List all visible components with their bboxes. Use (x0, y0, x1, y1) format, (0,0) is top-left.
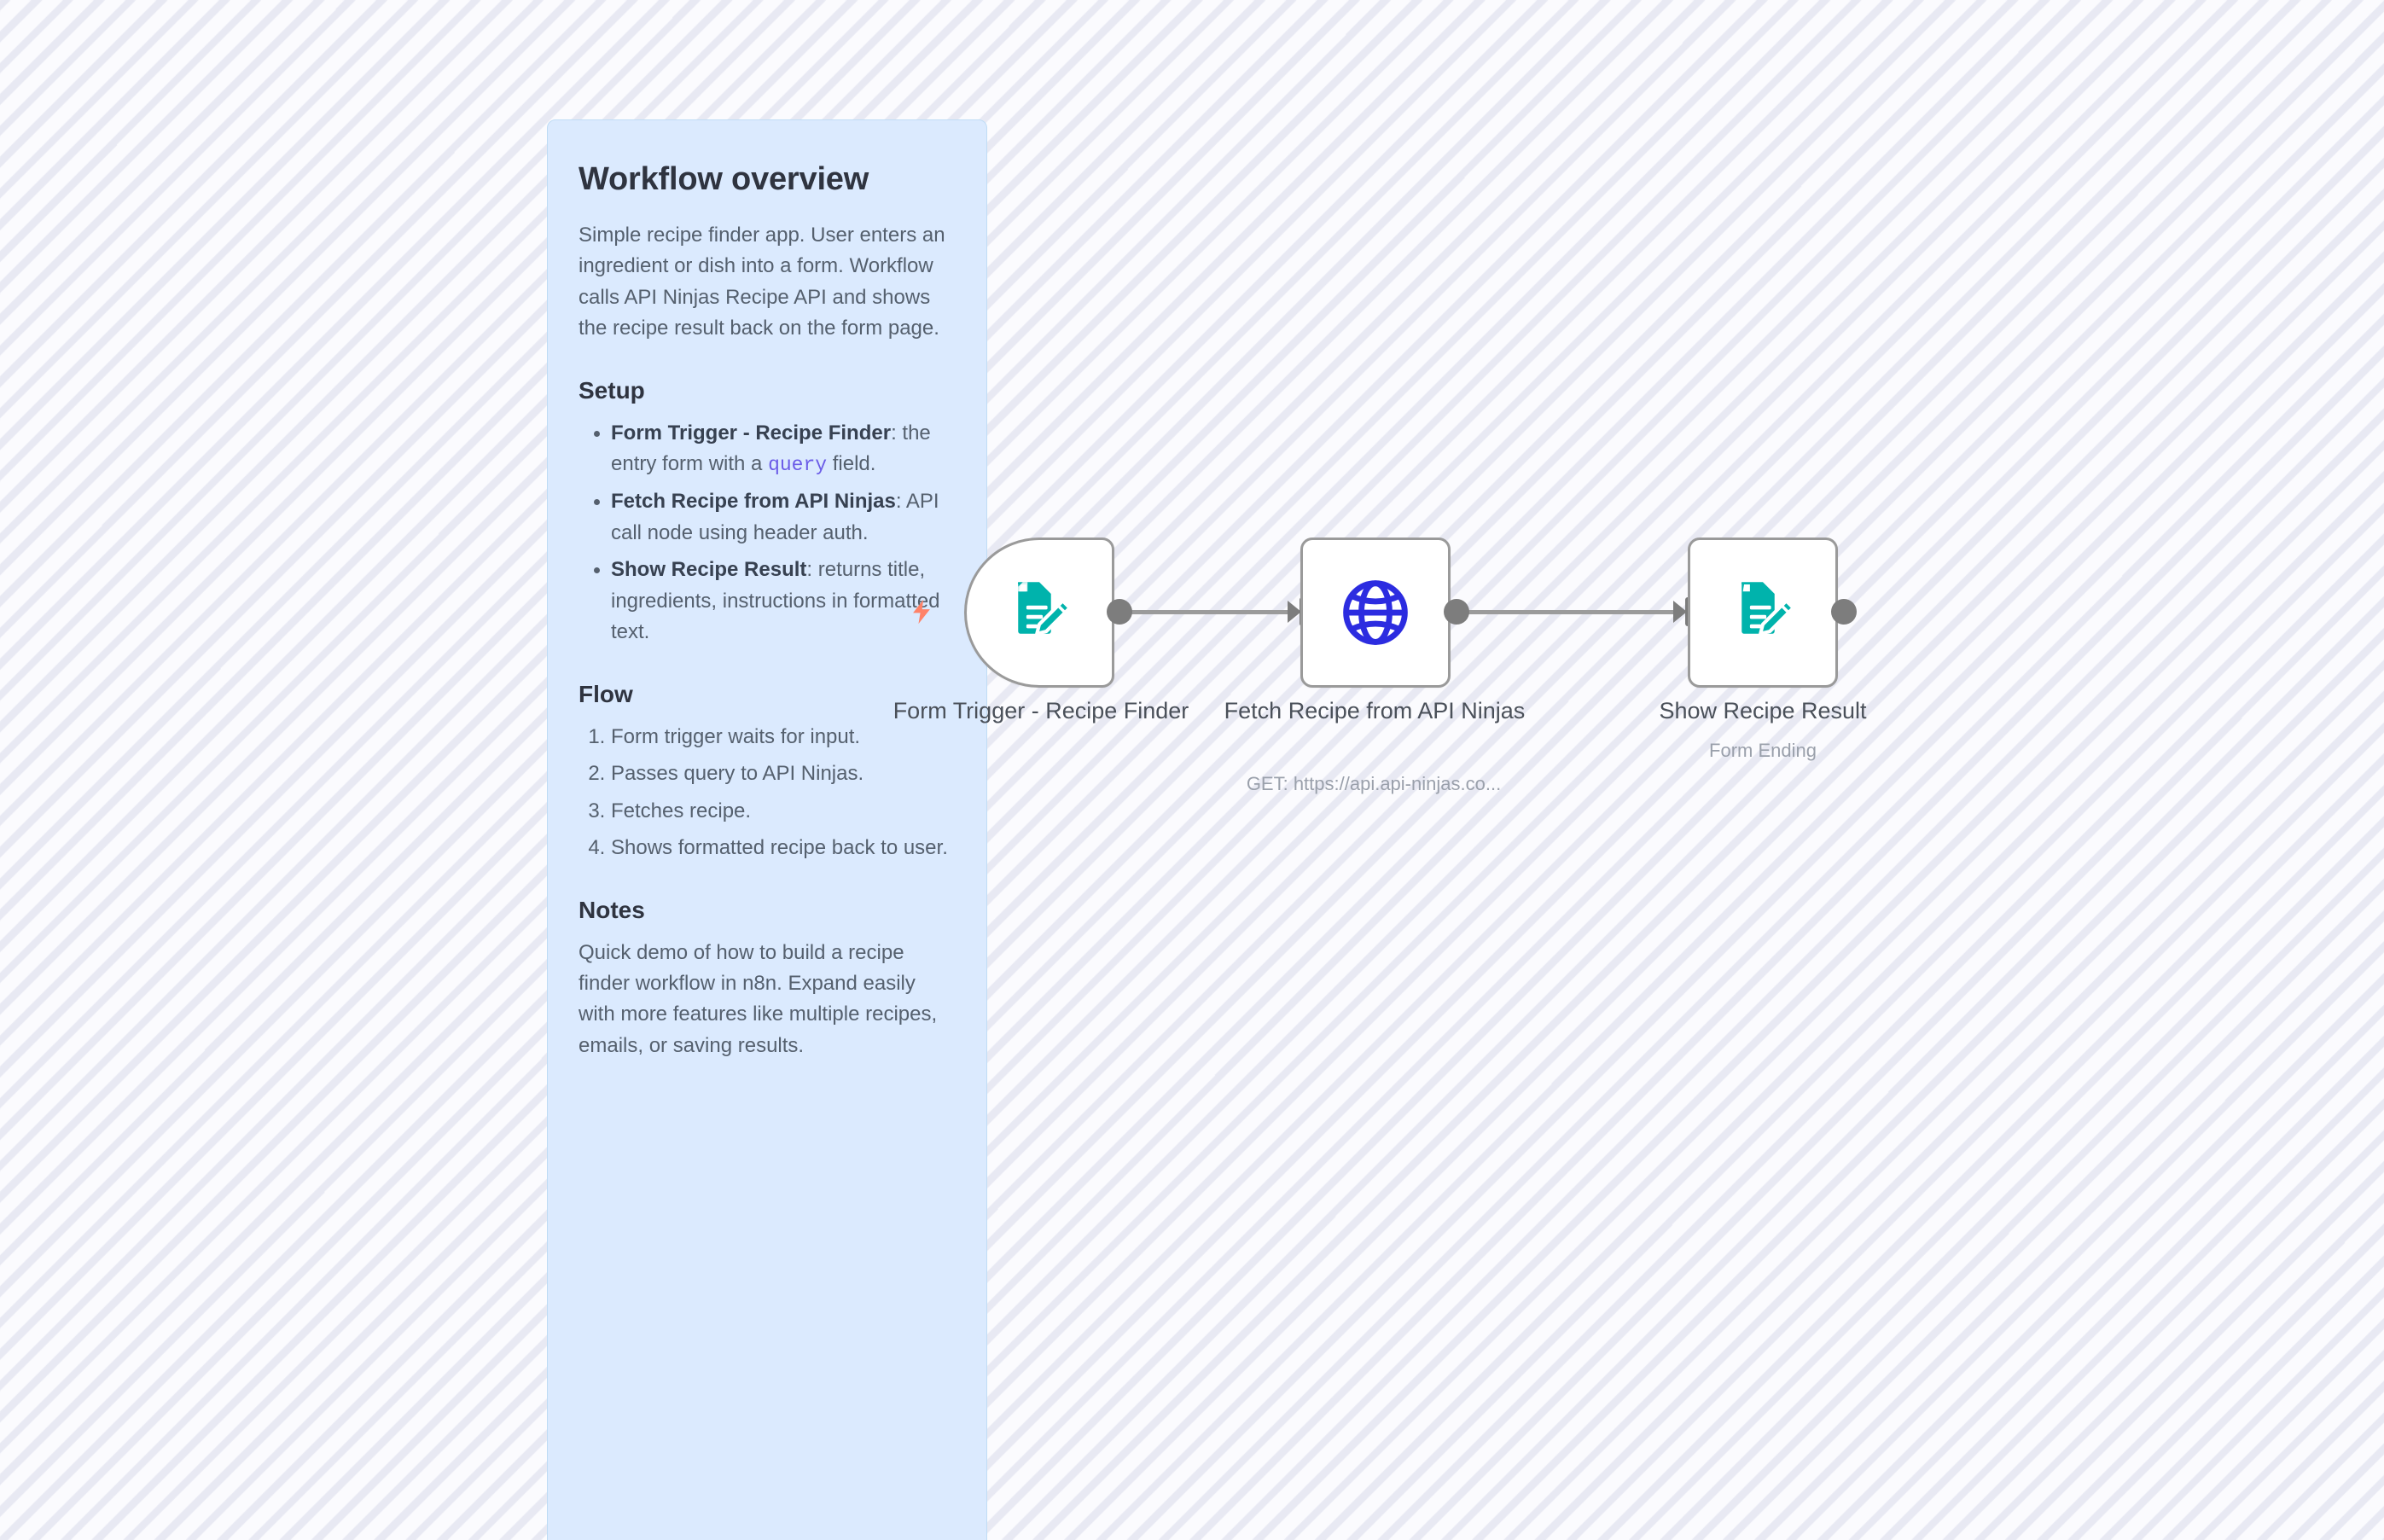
setup-item-code: query (768, 454, 828, 477)
list-item: Form Trigger - Recipe Finder: the entry … (611, 418, 956, 480)
list-item: Passes query to API Ninjas. (611, 758, 956, 789)
output-endpoint-show-result[interactable] (1831, 599, 1857, 625)
setup-item-text-before: : the entry form with a (611, 421, 931, 476)
lightning-bolt-icon (913, 599, 930, 625)
input-arrow-icon (1288, 601, 1301, 623)
sticky-note-flow-list: Form trigger waits for input. Passes que… (579, 722, 956, 864)
globe-icon (1343, 580, 1408, 645)
list-item: Shows formatted recipe back to user. (611, 833, 956, 863)
output-endpoint-fetch-recipe[interactable] (1444, 599, 1469, 625)
list-item: Form trigger waits for input. (611, 722, 956, 753)
node-label-form-trigger: Form Trigger - Recipe Finder (893, 698, 1189, 724)
form-document-pencil-icon (1741, 582, 1795, 636)
setup-item-text-before: : returns title, ingredients, instructio… (611, 558, 940, 644)
sticky-note-notes-text: Quick demo of how to build a recipe find… (579, 940, 938, 1057)
form-document-pencil-icon (1017, 582, 1072, 636)
node-label-fetch-recipe: Fetch Recipe from API Ninjas (1224, 698, 1526, 724)
node-subtitle-show-recipe-result: Form Ending (1709, 740, 1817, 761)
node-subtitle-fetch-recipe: GET: https://api.api-ninjas.co... (1246, 773, 1502, 794)
setup-item-name: Fetch Recipe from API Ninjas (611, 490, 896, 514)
sticky-note-workflow-overview[interactable]: Workflow overview Simple recipe finder a… (547, 119, 987, 1540)
output-endpoint-form-trigger[interactable] (1107, 599, 1132, 625)
setup-item-text-before: : API call node using header auth. (611, 490, 939, 544)
node-form-trigger-recipe-finder[interactable] (964, 538, 1114, 688)
sticky-note-flow-heading: Flow (579, 680, 633, 707)
sticky-note-setup-heading: Setup (579, 376, 645, 404)
input-arrow-icon (1673, 601, 1687, 623)
connector-form-trigger-to-fetch-recipe[interactable] (1118, 610, 1297, 614)
connector-fetch-recipe-to-show-result[interactable] (1455, 610, 1681, 614)
sticky-note-intro: Simple recipe finder app. User enters an… (579, 224, 945, 340)
list-item: Show Recipe Result: returns title, ingre… (611, 555, 956, 648)
node-label-show-recipe-result: Show Recipe Result (1659, 698, 1867, 724)
sticky-note-notes-heading: Notes (579, 896, 645, 923)
node-show-recipe-result[interactable] (1688, 538, 1838, 688)
list-item: Fetches recipe. (611, 796, 956, 827)
setup-item-name: Show Recipe Result (611, 558, 807, 582)
sticky-note-setup-list: Form Trigger - Recipe Finder: the entry … (579, 418, 956, 648)
setup-item-text-after: field. (827, 452, 876, 476)
list-item: Fetch Recipe from API Ninjas: API call n… (611, 486, 956, 549)
setup-item-name: Form Trigger - Recipe Finder (611, 421, 892, 445)
sticky-note-title: Workflow overview (579, 161, 869, 197)
node-fetch-recipe-from-api-ninjas[interactable] (1300, 538, 1451, 688)
